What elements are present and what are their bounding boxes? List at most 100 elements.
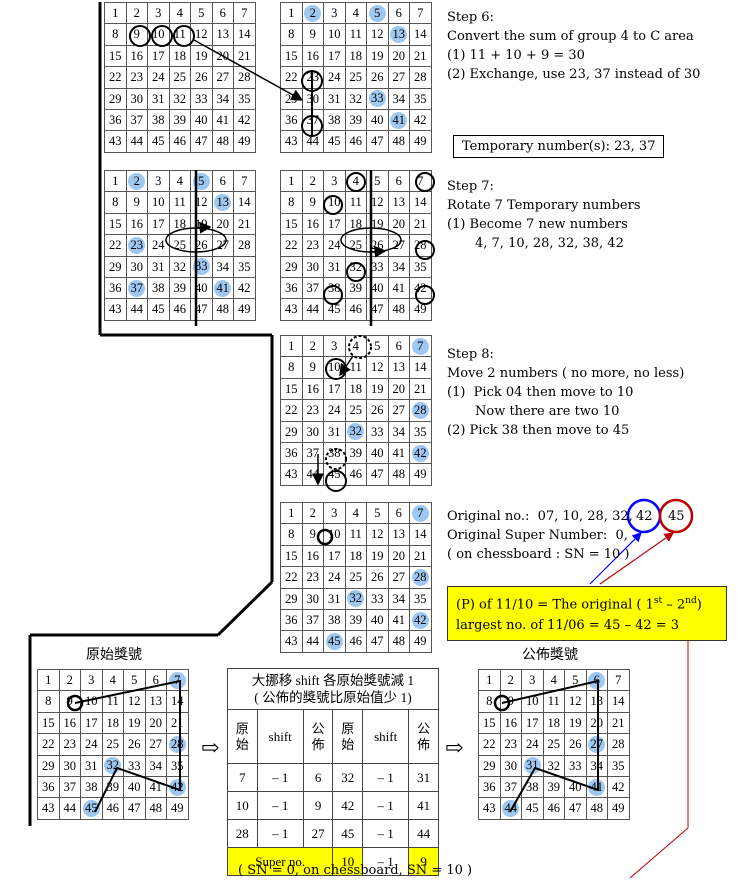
grid-cell: 44 [499,797,522,820]
grid-cell: 27 [387,66,410,89]
original-circled-45: 45 [668,509,685,524]
grid-cell: 12 [366,191,389,214]
grid-cell: 31 [323,420,346,443]
grid-cell: 37 [301,108,324,132]
grid-cell: 37 [125,276,148,300]
grid-cell: 26 [123,733,146,756]
grid-cell: 22 [104,234,127,257]
shift-header-pub2: 公 佈 [408,709,439,764]
grid-cell: 10 [323,191,346,214]
grid-cell: 16 [301,212,324,236]
grid-cell: 49 [607,797,630,820]
grid-cell: 5 [190,169,213,193]
grid-cell: 24 [323,566,346,589]
grid-cell: 26 [564,733,587,756]
grid-cell: 31 [323,87,346,110]
grid-cell: 16 [125,44,148,68]
grid-cell: 36 [104,108,127,132]
grid-cell: 20 [585,711,608,735]
shift-header-pub: 公 佈 [302,709,334,764]
grid-cell: 15 [280,212,303,236]
grid-cell: 29 [104,87,127,110]
grid-cell: 25 [344,66,367,89]
grid-cell: 12 [190,23,213,46]
grid-cell: 24 [147,66,170,89]
grid-cell: 6 [144,668,167,692]
grid-cell: 5 [366,1,389,25]
grid-cell: 13 [387,356,410,379]
grid-cell: 32 [344,255,367,278]
grid-cell: 44 [301,298,324,321]
grid-cell: 2 [301,501,324,525]
super-no-shift: – 1 [362,847,410,876]
grid-cell: 8 [104,23,127,46]
grid-cell: 19 [366,377,389,401]
grid-cell: 2 [499,668,522,692]
grid-cell: 16 [301,44,324,68]
grid-cell: 46 [344,130,367,153]
grid-cell: 33 [190,87,213,110]
temporary-numbers-box: Temporary number(s): 23, 37 [453,135,665,158]
grid-cell: 29 [37,754,60,777]
grid-cell: 40 [564,775,587,799]
grid-cell: 3 [147,1,170,25]
grid-cell: 12 [123,690,146,713]
grid-cell: 6 [211,169,234,193]
grid-cell: 6 [387,1,410,25]
grid-cell: 26 [366,66,389,89]
grid-cell: 45 [147,130,170,153]
grid-cell: 43 [37,797,60,820]
grid-cell: 14 [166,690,189,713]
grid-cell: 15 [104,212,127,236]
step7-line3: 4, 7, 10, 28, 32, 38, 42 [475,236,624,251]
grid-cell: 35 [607,754,630,777]
grid-cell: 25 [168,234,191,257]
grid-cell: 29 [280,420,303,443]
grid-cell: 24 [323,399,346,422]
grid-cell: 2 [125,169,148,193]
grid-cell: 49 [409,630,432,653]
grid-cell: 10 [323,23,346,46]
step8-line3: Now there are two 10 [475,404,620,419]
grid-cell: 18 [344,212,367,236]
grid-cell: 8 [280,23,303,46]
grid-cell: 26 [366,399,389,422]
grid-cell: 9 [125,191,148,214]
original-line3: ( on chessboard : SN = 10 ) [447,547,630,562]
step6-line3: (2) Exchange, use 23, 37 instead of 30 [447,67,701,82]
grid-cell: 21 [233,44,256,68]
grid-cell: 14 [233,191,256,214]
grid-cell: 38 [147,276,170,300]
grid-cell: 38 [521,775,544,799]
grid-cell: 41 [211,108,234,132]
grid-cell: 29 [280,87,303,110]
grid-cell: 40 [366,441,389,465]
grid-cell: 23 [301,566,324,589]
grid-cell: 13 [387,523,410,546]
grid-cell: 3 [323,1,346,25]
grid-cell: 10 [521,690,544,713]
grid-cell: 47 [366,630,389,653]
grid-cell: 12 [366,523,389,546]
grid-cell: 42 [233,276,256,300]
grid-cell: 42 [409,608,432,632]
grid-cell: 24 [80,733,103,756]
grid-cell: 48 [387,130,410,153]
grid-cell: 42 [607,775,630,799]
grid-cell: 18 [168,44,191,68]
grid-cell: 4 [344,1,367,25]
grid-cell: 47 [366,130,389,153]
grid-cell: 21 [409,544,432,568]
grid-cell: 44 [301,463,324,486]
super-no-pub: 9 [408,847,439,876]
grid-cell: 28 [166,733,189,756]
grid-cell: 9 [301,191,324,214]
grid-cell: 18 [168,212,191,236]
grid-cell: 21 [233,212,256,236]
grid-cell: 26 [366,234,389,257]
